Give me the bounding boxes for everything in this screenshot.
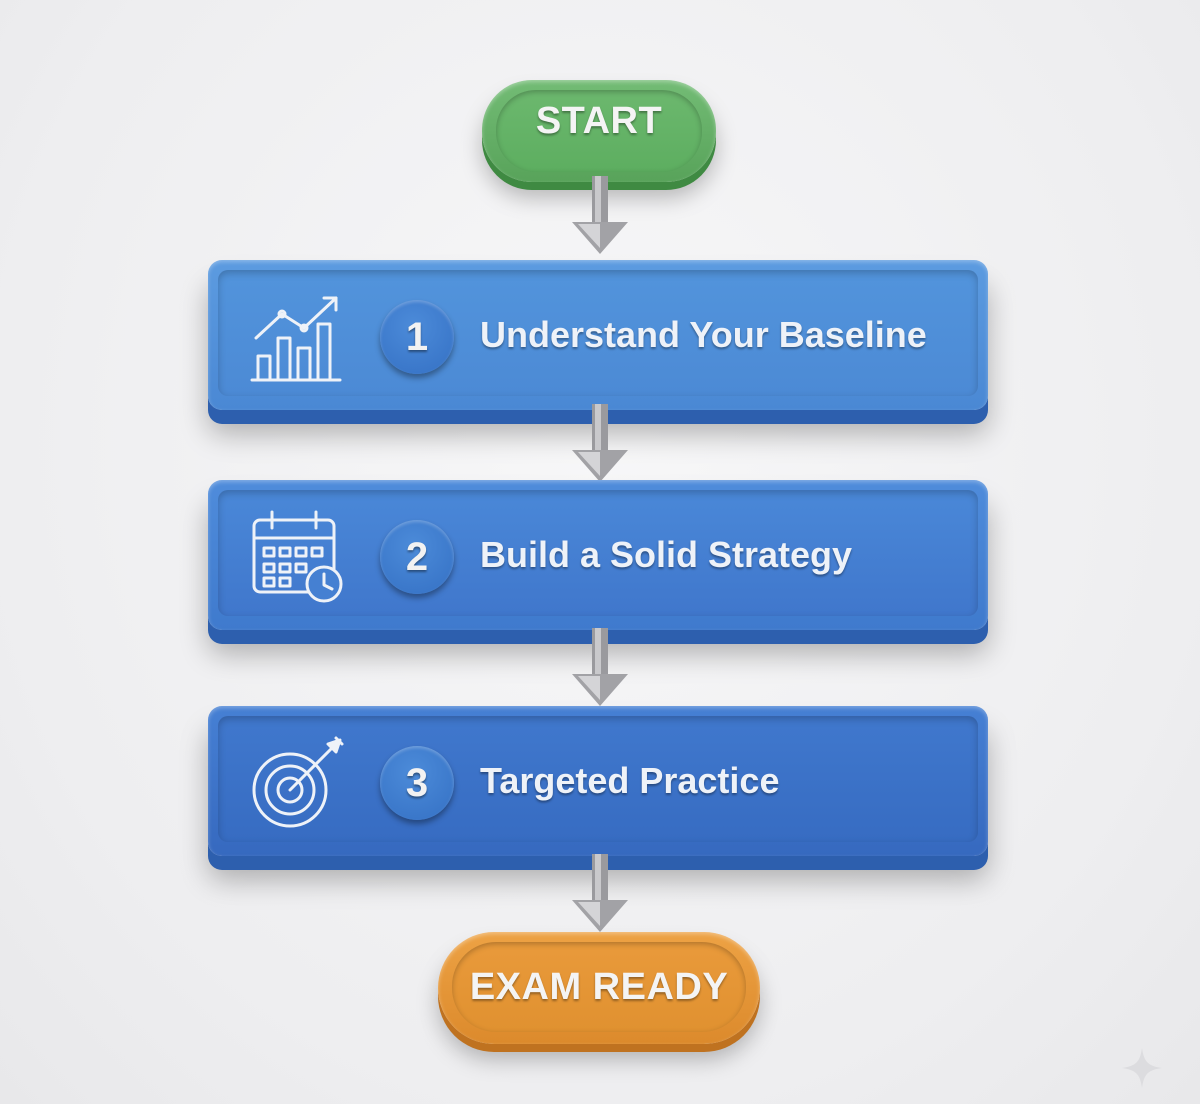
arrow-down-icon [572, 854, 628, 932]
step-2: 2 Build a Solid Strategy [208, 480, 988, 630]
step-number-badge: 3 [380, 746, 454, 820]
end-node: EXAM READY [438, 932, 760, 1044]
step-label: Understand Your Baseline [480, 314, 927, 355]
arrow-down-icon [572, 628, 628, 706]
step-3: 3 Targeted Practice [208, 706, 988, 856]
end-label: EXAM READY [452, 942, 746, 1032]
step-label: Targeted Practice [480, 760, 780, 801]
arrow-down-icon [572, 404, 628, 482]
start-label: START [496, 90, 702, 172]
step-number-badge: 2 [380, 520, 454, 594]
target-arrow-icon [252, 736, 344, 828]
start-node: START [482, 80, 716, 182]
step-number-badge: 1 [380, 300, 454, 374]
step-label: Build a Solid Strategy [480, 534, 853, 575]
bar-chart-trend-icon [250, 296, 342, 382]
arrow-down-icon [572, 176, 628, 254]
calendar-clock-icon [252, 510, 343, 603]
sparkle-icon [1122, 1048, 1162, 1088]
step-1: 1 Understand Your Baseline [208, 260, 988, 410]
